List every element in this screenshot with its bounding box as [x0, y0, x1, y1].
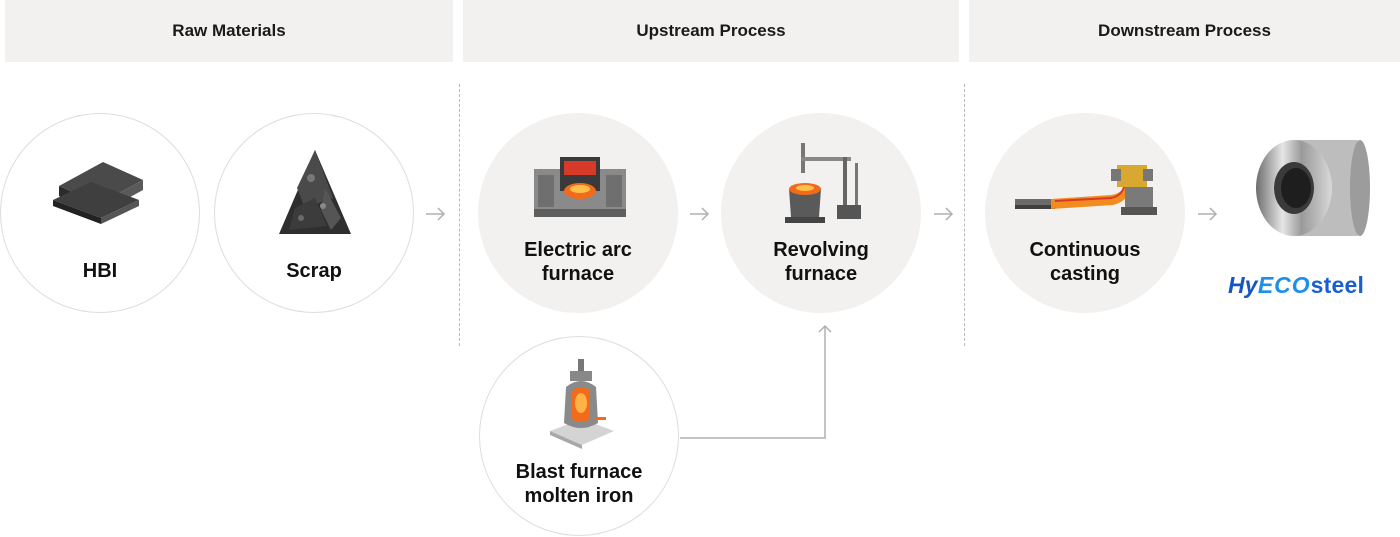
- node-blast-furnace-label: Blast furnace molten iron: [515, 461, 643, 507]
- node-hbi: HBI: [0, 113, 200, 313]
- node-continuous-casting: Continuous casting: [985, 113, 1185, 313]
- arrow-upstream-to-downstream: [934, 207, 954, 221]
- blast-furnace-icon: [550, 359, 614, 449]
- header-upstream-process: Upstream Process: [463, 0, 959, 62]
- scrap-pile-icon: [279, 150, 351, 234]
- node-hbi-label: HBI: [82, 260, 118, 282]
- header-raw-materials-label: Raw Materials: [172, 21, 286, 40]
- node-revolving-furnace: Revolving furnace: [721, 113, 921, 313]
- node-blast-furnace-molten-iron: Blast furnace molten iron: [479, 336, 679, 536]
- logo-hy: Hy: [1228, 272, 1258, 298]
- node-electric-arc-furnace: Electric arc furnace: [478, 113, 678, 313]
- logo-eco: ECO: [1257, 272, 1311, 298]
- logo-steel: steel: [1310, 272, 1365, 298]
- hbi-briquette-icon: [53, 162, 143, 224]
- electric-arc-furnace-icon: [534, 157, 626, 217]
- header-raw-materials: Raw Materials: [5, 0, 453, 62]
- section-divider-1: [459, 84, 460, 346]
- node-scrap-label: Scrap: [286, 260, 342, 282]
- node-continuous-casting-label: Continuous casting: [1029, 239, 1141, 285]
- revolving-furnace-icon: [785, 143, 861, 223]
- arrow-eaf-to-revolving: [690, 207, 710, 221]
- hyecosteel-logo: HyECOsteel: [1228, 272, 1364, 299]
- arrow-casting-to-product: [1198, 207, 1218, 221]
- arrow-blast-to-revolving: [680, 324, 832, 439]
- header-downstream-process-label: Downstream Process: [1098, 21, 1271, 40]
- arrow-raw-to-upstream: [426, 207, 446, 221]
- node-revolving-furnace-label: Revolving furnace: [773, 239, 869, 285]
- node-electric-arc-furnace-label: Electric arc furnace: [524, 239, 632, 285]
- header-downstream-process: Downstream Process: [969, 0, 1400, 62]
- node-scrap: Scrap: [214, 113, 414, 313]
- steel-coil-icon: [1256, 140, 1370, 236]
- header-upstream-process-label: Upstream Process: [636, 21, 786, 40]
- continuous-casting-icon: [1015, 165, 1157, 215]
- section-divider-2: [964, 84, 965, 346]
